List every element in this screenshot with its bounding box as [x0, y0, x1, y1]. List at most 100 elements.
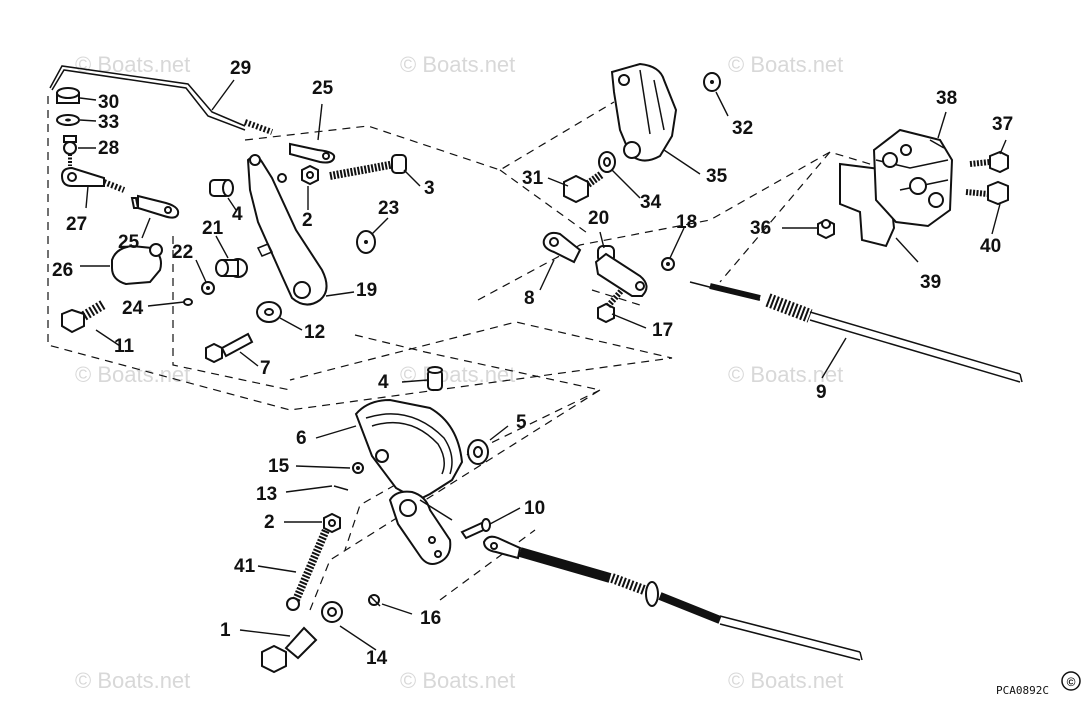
washer-33	[56, 114, 80, 126]
washer-22	[201, 281, 215, 295]
callout-5: 5	[516, 412, 527, 433]
callout-24: 24	[122, 298, 144, 319]
guide-line	[477, 151, 891, 301]
rod-thread	[243, 119, 274, 135]
watermark: © Boats.net	[75, 52, 190, 77]
guide-line	[439, 529, 536, 601]
bushing-21	[215, 258, 248, 278]
callout-2-lower: 2	[264, 512, 275, 533]
shift-lever	[388, 490, 453, 565]
callout-13: 13	[256, 484, 277, 505]
callout-22: 22	[172, 242, 193, 263]
watermark: © Boats.net	[400, 668, 515, 693]
callout-16: 16	[420, 608, 441, 629]
lower-cable	[482, 535, 863, 661]
bolt-11	[61, 299, 107, 334]
bracket-35	[610, 62, 678, 162]
callout-15: 15	[268, 456, 290, 477]
rod	[49, 65, 246, 127]
washer-12	[256, 301, 282, 323]
bolt-1	[261, 626, 318, 674]
callout-26: 26	[52, 260, 73, 281]
callout-41: 41	[234, 556, 256, 577]
washer-32	[703, 72, 721, 92]
leader-lines	[78, 79, 1007, 651]
ball-joint-28	[63, 135, 77, 166]
callout-6: 6	[296, 428, 307, 449]
callout-39: 39	[920, 272, 941, 293]
washer-14	[321, 601, 343, 623]
callout-32: 32	[732, 118, 753, 139]
callout-36: 36	[750, 218, 771, 239]
callout-34: 34	[640, 192, 662, 213]
nut-30	[56, 87, 80, 104]
callout-37: 37	[992, 114, 1013, 135]
watermark: © Boats.net	[400, 52, 515, 77]
guide-line	[244, 101, 615, 171]
callout-12: 12	[304, 322, 325, 343]
callout-4-upper: 4	[232, 204, 243, 225]
copyright-symbol: ©	[1067, 675, 1076, 689]
rod-end-27	[60, 166, 126, 193]
callout-7: 7	[260, 358, 271, 379]
callout-labels: 29 30 33 28 27 25 25 26 11 22 24 21 4 2 …	[52, 58, 1013, 669]
pin-7	[205, 332, 254, 364]
bolt-40	[965, 180, 1009, 206]
callout-2-upper: 2	[302, 210, 313, 231]
rod-end-8	[542, 231, 582, 264]
callout-11: 11	[114, 336, 135, 357]
screw-17	[597, 288, 625, 324]
callout-8: 8	[524, 288, 535, 309]
guide-line	[719, 151, 831, 283]
callout-25-top: 25	[312, 78, 334, 99]
guide-line	[172, 236, 291, 391]
guide-line	[47, 96, 673, 411]
watermark: © Boats.net	[75, 668, 190, 693]
bolt-37	[969, 150, 1009, 174]
callout-1: 1	[220, 620, 231, 641]
callout-33: 33	[98, 112, 119, 133]
screw-36	[817, 218, 835, 240]
callout-19: 19	[356, 280, 377, 301]
lockwasher-24	[183, 298, 193, 306]
shift-rod-29	[49, 65, 274, 135]
bolt-31	[563, 170, 605, 204]
washer-34	[598, 151, 616, 173]
callout-35: 35	[706, 166, 728, 187]
knob-26	[111, 243, 163, 286]
diagram-code: PCA0892C	[996, 684, 1049, 697]
washer-23	[356, 230, 376, 254]
callout-31: 31	[522, 168, 544, 189]
washer-18	[661, 257, 675, 271]
rod-end-25-top	[289, 142, 336, 164]
callout-9: 9	[816, 382, 827, 403]
guide-line	[499, 169, 591, 236]
screw-3	[329, 154, 407, 180]
screw-41	[286, 528, 330, 611]
link-20	[594, 245, 648, 297]
pin-10	[460, 518, 491, 540]
throttle-lever-19	[246, 154, 328, 306]
callout-40: 40	[980, 236, 1001, 257]
callout-4-lower: 4	[378, 372, 389, 393]
callout-17: 17	[652, 320, 673, 341]
callout-21: 21	[202, 218, 224, 239]
copyright-mark: ©	[1061, 671, 1081, 691]
callout-29: 29	[230, 58, 251, 79]
pin-4-lower	[427, 366, 443, 391]
nut-2-upper	[301, 164, 319, 186]
housing-38	[872, 128, 954, 228]
guide-line	[309, 334, 602, 611]
washer-5	[467, 439, 489, 465]
callout-30: 30	[98, 92, 119, 113]
watermark: © Boats.net	[728, 52, 843, 77]
guide-line	[344, 484, 396, 551]
callout-14: 14	[366, 648, 388, 669]
watermark: © Boats.net	[75, 362, 190, 387]
callout-20: 20	[588, 208, 609, 229]
callout-18: 18	[676, 212, 697, 233]
callout-27: 27	[66, 214, 87, 235]
callout-10: 10	[524, 498, 545, 519]
